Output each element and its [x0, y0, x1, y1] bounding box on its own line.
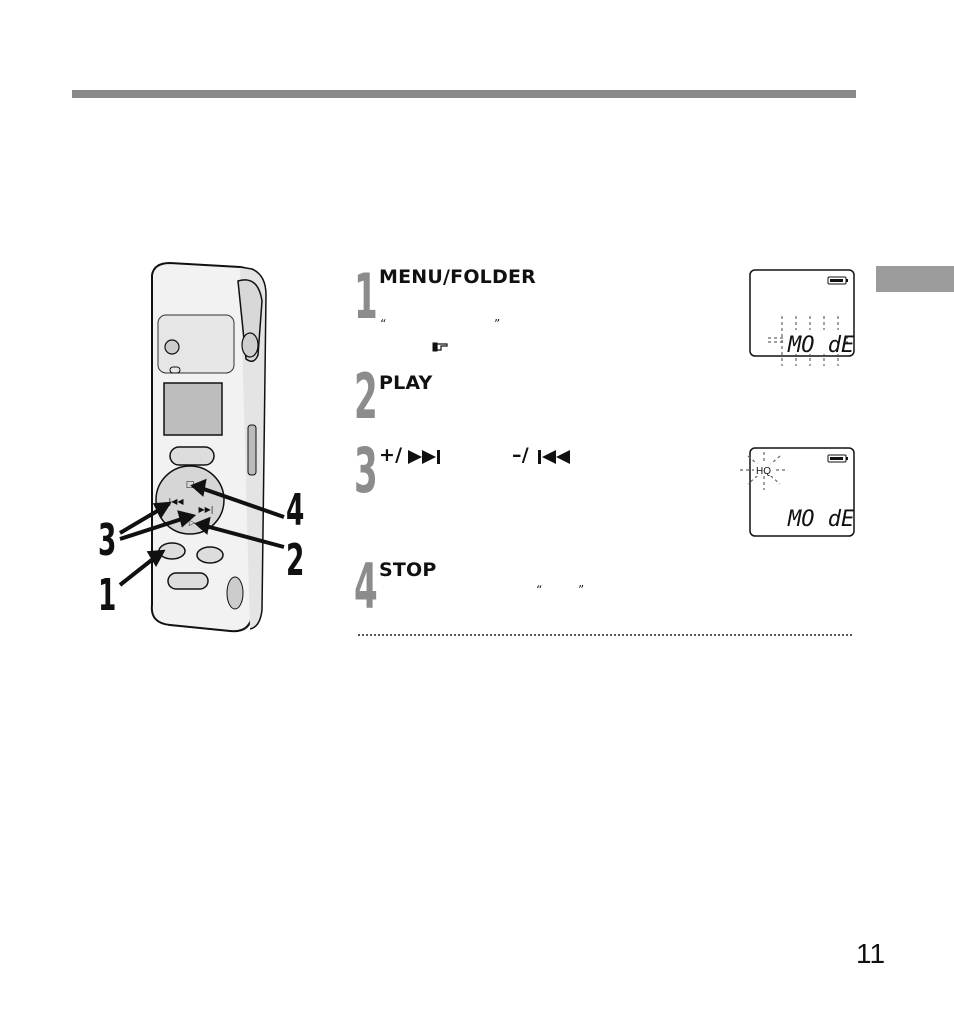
svg-text:□: □ [186, 480, 195, 490]
callout-3: 3 [98, 514, 116, 566]
fast-forward-icon [408, 450, 440, 464]
step-1-title: MENU/FOLDER [379, 266, 536, 288]
battery-icon [827, 276, 848, 285]
step-3-plus-label: +/ [379, 444, 403, 466]
step-4-open-quote: “ [536, 583, 543, 597]
lcd-2-text: MO dE [787, 507, 855, 532]
step-3-number: 3 [354, 434, 378, 507]
callout-4: 4 [286, 484, 304, 536]
step-2-number: 2 [354, 360, 378, 433]
step-1-close-quote: ” [494, 317, 501, 331]
svg-text:▶▶|: ▶▶| [199, 505, 214, 514]
svg-text:|◀◀: |◀◀ [169, 497, 185, 506]
lcd-display-mode-blinking: MO dE [748, 268, 858, 368]
reference-hand-icon [432, 342, 448, 352]
voice-recorder-illustration: □ |◀◀ ▶▶| ▷ 3 1 4 2 [98, 261, 304, 633]
lcd-2-badge: HQ [756, 466, 771, 477]
step-4-title: STOP [379, 559, 437, 581]
step-4-close-quote: ” [578, 583, 585, 597]
header-bar [72, 90, 856, 98]
lcd-1-text: MO dE [787, 333, 855, 358]
step-1-number: 1 [354, 260, 378, 333]
step-2-title: PLAY [379, 372, 433, 394]
callout-2: 2 [286, 534, 304, 586]
step-4-number: 4 [354, 550, 378, 623]
section-tab [876, 266, 954, 292]
battery-icon [827, 454, 848, 463]
page-number: 11 [856, 938, 886, 969]
lcd-display-hq-mode: HQ MO dE [736, 446, 858, 538]
section-divider [358, 634, 852, 636]
step-1-open-quote: “ [380, 317, 387, 331]
step-3-minus-label: –/ [512, 444, 529, 466]
callout-1: 1 [98, 569, 116, 621]
rewind-icon [538, 450, 570, 464]
svg-text:▷: ▷ [189, 518, 196, 527]
